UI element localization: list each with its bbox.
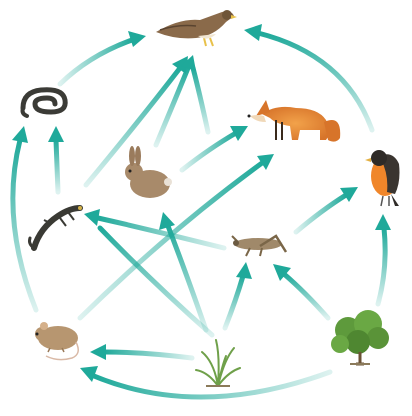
arrowhead-grass-to-rabbit xyxy=(159,212,175,230)
lizard-icon xyxy=(30,206,83,248)
mouse-icon xyxy=(35,322,78,360)
arrowhead-grass-to-grasshopper xyxy=(236,262,252,279)
arrowhead-shrub-to-robin xyxy=(375,214,391,230)
arrow-mouse-to-snake xyxy=(13,140,36,310)
rabbit-icon xyxy=(125,146,172,198)
arrow-fox-to-hawk xyxy=(193,68,208,132)
arrow-lizard-to-snake xyxy=(56,140,58,192)
arrowhead-robin-to-hawk xyxy=(244,24,262,41)
hawk-icon xyxy=(156,10,237,46)
arrowhead-snake-to-hawk xyxy=(128,31,146,47)
arrow-shrub-to-robin xyxy=(378,228,385,304)
arrowhead-grasshopper-to-lizard xyxy=(84,209,100,226)
snake-icon xyxy=(23,90,66,116)
grass-icon xyxy=(196,340,240,386)
arrowhead-grass-to-mouse xyxy=(90,344,106,360)
arrowhead-lizard-to-snake xyxy=(48,126,64,142)
arrowhead-mouse-to-snake xyxy=(12,126,28,143)
arrow-shrub-to-mouse xyxy=(94,372,330,397)
arrow-grass-to-grasshopper xyxy=(225,276,243,328)
arrow-snake-to-hawk xyxy=(60,40,132,84)
robin-icon xyxy=(365,150,400,206)
grasshopper-icon xyxy=(232,236,286,256)
arrow-grasshopper-to-robin xyxy=(296,195,346,232)
arrow-rabbit-to-fox xyxy=(182,133,236,170)
arrow-grass-to-mouse xyxy=(104,352,192,358)
fox-icon xyxy=(248,100,341,142)
arrow-shrub-to-grasshopper xyxy=(284,274,328,318)
shrub-icon xyxy=(331,310,389,364)
